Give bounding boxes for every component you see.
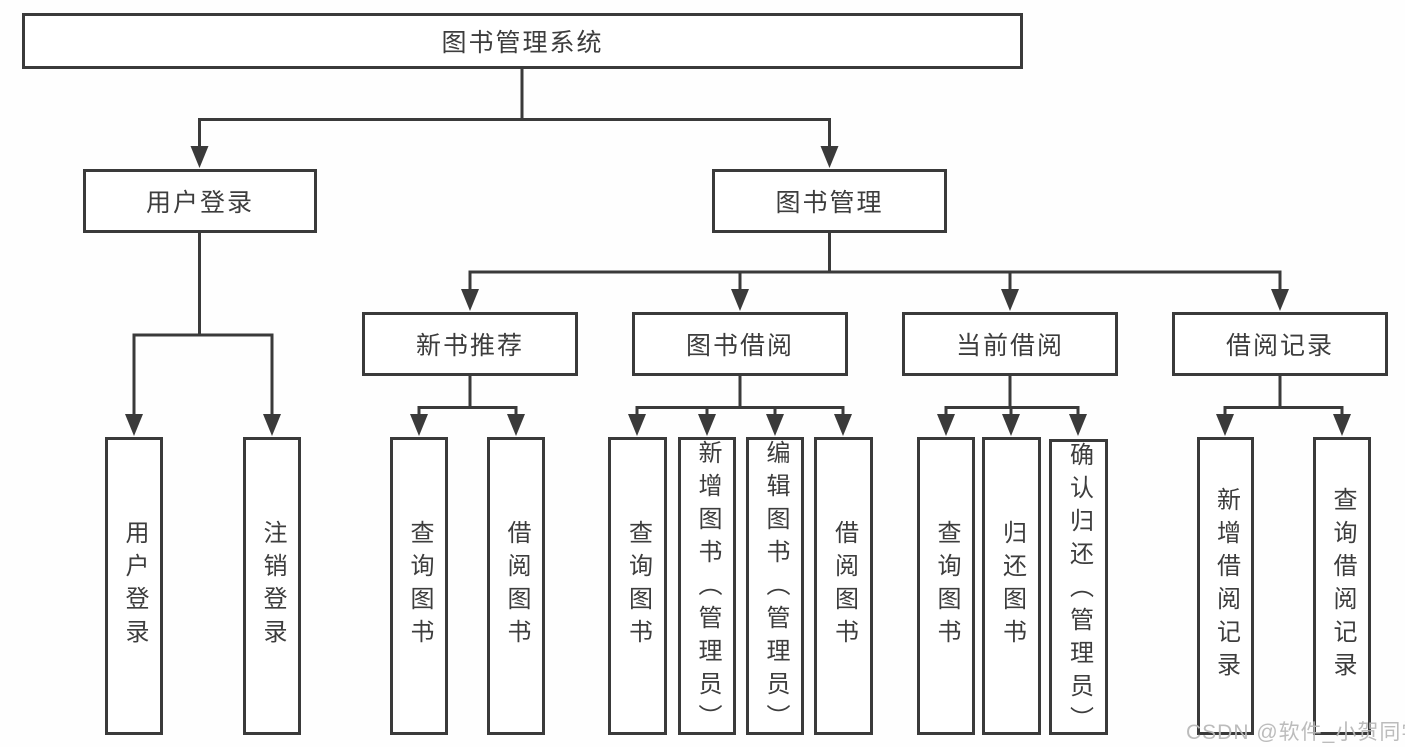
leaf-borrow-book: 借阅图书 bbox=[814, 437, 873, 735]
leaf-query-borrow-record: 查询借阅记录 bbox=[1313, 437, 1371, 735]
watermark: CSDN @软件_小贺同学 bbox=[1186, 721, 1405, 744]
leaf-edit-book-admin: 编辑图书（管理员） bbox=[746, 437, 804, 737]
node-current-borrow: 当前借阅 bbox=[902, 312, 1118, 376]
node-book-management: 图书管理 bbox=[712, 169, 947, 233]
leaf-return-book: 归还图书 bbox=[982, 437, 1041, 735]
leaf-add-borrow-record: 新增借阅记录 bbox=[1197, 437, 1254, 735]
leaf-logout: 注销登录 bbox=[243, 437, 301, 735]
node-user-login: 用户登录 bbox=[83, 169, 317, 233]
leaf-user-login: 用户登录 bbox=[105, 437, 163, 735]
leaf-add-book-admin: 新增图书（管理员） bbox=[678, 437, 736, 737]
node-root: 图书管理系统 bbox=[22, 13, 1023, 69]
leaf-query-book-borrow: 查询图书 bbox=[608, 437, 667, 735]
node-borrow-record: 借阅记录 bbox=[1172, 312, 1388, 376]
leaf-borrow-book-recommend: 借阅图书 bbox=[487, 437, 545, 735]
leaf-query-book-current: 查询图书 bbox=[917, 437, 975, 735]
node-new-book-recommend: 新书推荐 bbox=[362, 312, 578, 376]
node-book-borrow: 图书借阅 bbox=[632, 312, 848, 376]
leaf-query-book-recommend: 查询图书 bbox=[390, 437, 448, 735]
leaf-confirm-return-admin: 确认归还（管理员） bbox=[1049, 439, 1108, 739]
